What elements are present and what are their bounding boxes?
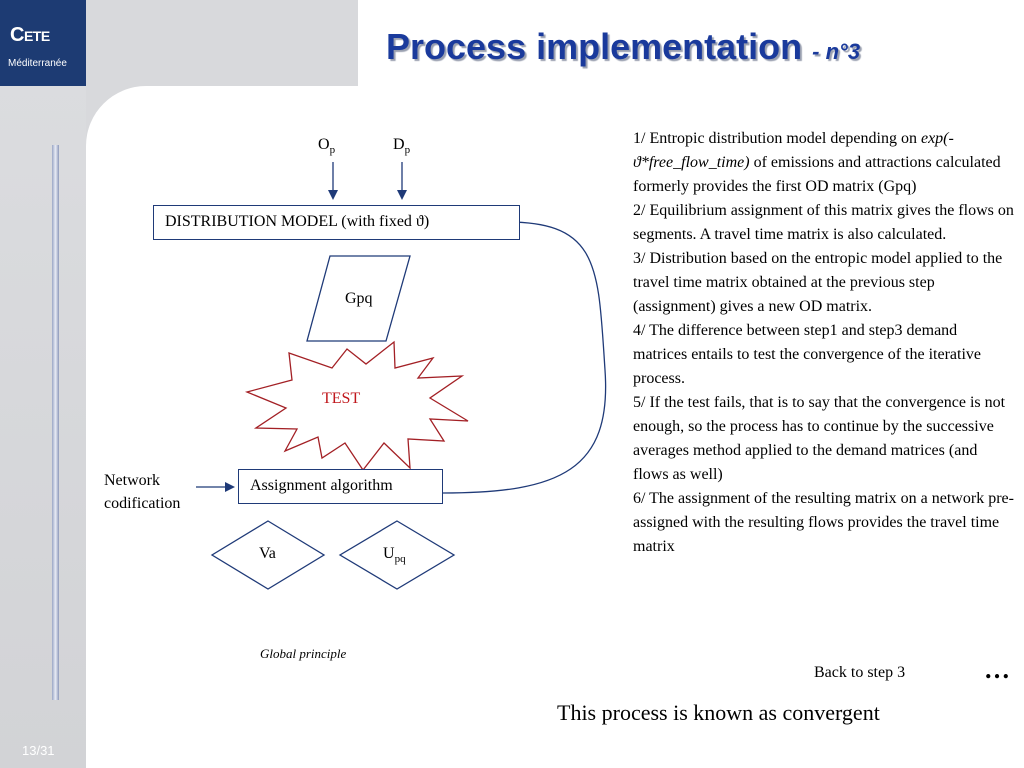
title-suffix: - n°3 <box>812 39 861 64</box>
step-5: 5/ If the test fails, that is to say tha… <box>633 394 1006 483</box>
diagram-caption: Global principle <box>260 646 347 661</box>
back-to-step-3-link[interactable]: Back to step 3 <box>814 664 906 681</box>
more-ellipsis: … <box>984 655 1010 684</box>
step-3: 3/ Distribution based on the entropic mo… <box>633 250 1003 315</box>
test-label: TEST <box>322 390 361 407</box>
gpq-label: Gpq <box>345 290 373 307</box>
gpq-parallelogram <box>306 255 411 342</box>
upq-diamond <box>338 520 456 590</box>
distribution-model-box: DISTRIBUTION MODEL (with fixed ϑ) <box>153 205 520 240</box>
op-label: Op <box>318 136 336 157</box>
upq-label: Upq <box>383 545 406 566</box>
cete-logo: CETE Méditerranée <box>0 0 86 86</box>
corner-curve <box>86 86 206 206</box>
steps-text: 1/ Entropic distribution model depending… <box>633 127 1015 559</box>
header-band <box>86 0 358 86</box>
dp-label: Dp <box>393 136 411 157</box>
page-number: 13/31 <box>22 743 55 758</box>
feedback-loop-arrow <box>442 216 607 494</box>
formula: exp(-ϑ*free_flow_time) <box>633 130 954 171</box>
logo-subtitle: Méditerranée <box>8 58 67 69</box>
logo-name: CETE <box>10 24 50 46</box>
va-label: Va <box>259 545 276 562</box>
va-diamond <box>210 520 326 590</box>
network-codification-label: Network codification <box>104 472 181 512</box>
step-1: 1/ Entropic distribution model depending… <box>633 130 1001 195</box>
decorative-bar <box>52 145 59 700</box>
slide-title: Process implementation - n°3 <box>386 26 860 68</box>
title-main: Process implementation <box>386 26 803 67</box>
test-star <box>244 340 469 472</box>
step-6: 6/ The assignment of the resulting matri… <box>633 490 1014 555</box>
assignment-algorithm-box: Assignment algorithm <box>238 469 443 504</box>
conclusion-text: This process is known as convergent <box>557 700 880 725</box>
left-sidebar <box>0 0 86 768</box>
step-2: 2/ Equilibrium assignment of this matrix… <box>633 202 1014 243</box>
step-4: 4/ The difference between step1 and step… <box>633 322 982 387</box>
